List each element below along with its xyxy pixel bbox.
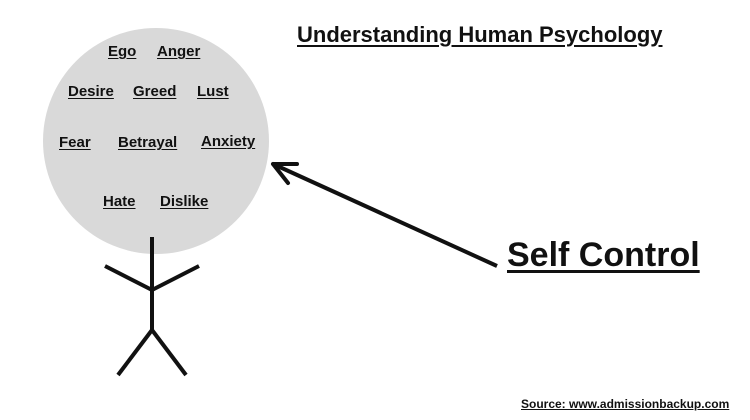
arrow-self-control-to-head (272, 162, 498, 268)
emotion-lust: Lust (197, 83, 229, 100)
emotion-dislike: Dislike (160, 193, 209, 210)
emotion-desire: Desire (68, 83, 114, 100)
figure-left-leg (116, 328, 154, 377)
figure-right-arm (151, 264, 200, 292)
arrow-head (271, 162, 299, 185)
emotion-fear: Fear (59, 134, 91, 151)
head-circle (43, 28, 269, 254)
emotion-ego: Ego (108, 43, 137, 60)
emotion-anger: Anger (157, 43, 201, 60)
figure-right-leg (150, 328, 188, 377)
self-control-label: Self Control (507, 236, 700, 274)
emotion-greed: Greed (133, 83, 177, 100)
emotion-anxiety: Anxiety (201, 133, 256, 150)
emotion-betrayal: Betrayal (118, 134, 178, 151)
figure-left-arm (104, 264, 153, 292)
emotion-hate: Hate (103, 193, 136, 210)
source-credit: Source: www.admissionbackup.com (521, 397, 730, 411)
diagram-title: Understanding Human Psychology (297, 22, 663, 47)
